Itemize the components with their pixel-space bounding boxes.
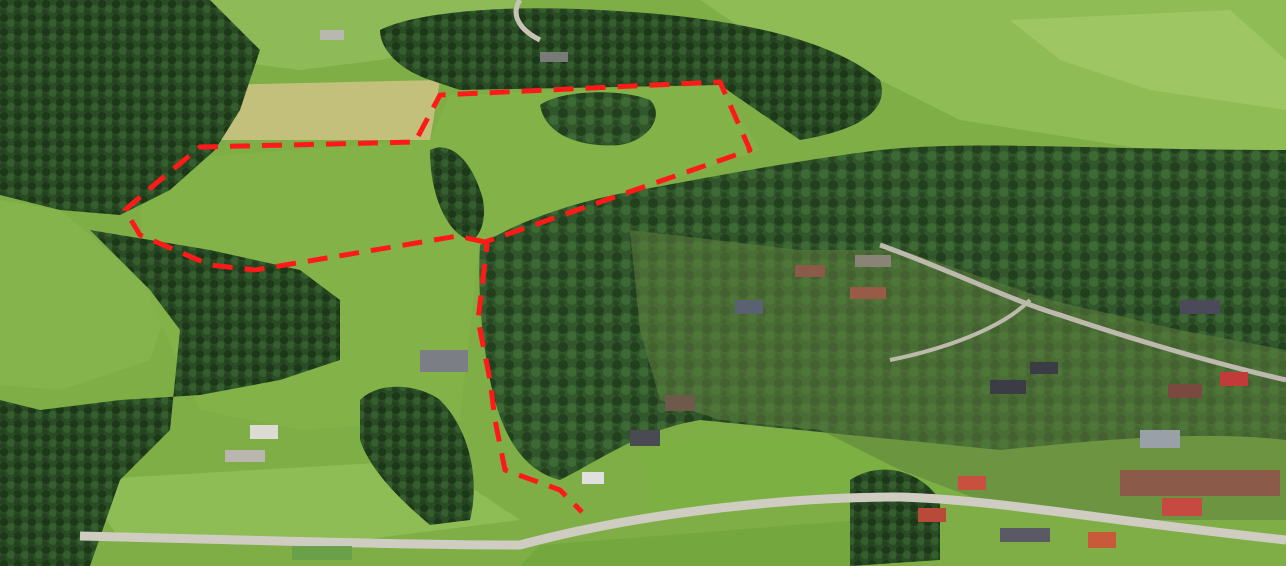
field-left <box>0 200 170 390</box>
house <box>540 52 568 62</box>
top-road <box>513 0 542 43</box>
house <box>582 472 604 484</box>
forest-grove <box>540 92 656 146</box>
house <box>850 287 886 299</box>
field-pale <box>215 80 440 140</box>
house <box>630 430 660 446</box>
forest-top-center <box>380 8 882 141</box>
house <box>1000 528 1050 542</box>
house <box>958 476 986 490</box>
house <box>1140 430 1180 448</box>
house <box>735 300 763 314</box>
house <box>1088 532 1116 548</box>
school-building <box>1120 470 1280 496</box>
barn <box>420 350 468 372</box>
house <box>1168 384 1202 398</box>
house <box>1030 362 1058 374</box>
house <box>1180 300 1220 314</box>
field-bottom <box>520 520 860 566</box>
side-road <box>889 298 1032 362</box>
forest-top-left <box>0 0 260 215</box>
house <box>918 508 946 522</box>
house <box>990 380 1026 394</box>
house <box>1162 498 1202 516</box>
forest-small-bottom <box>360 386 474 525</box>
forest-center-strip <box>430 147 485 240</box>
main-road <box>79 492 1286 550</box>
house <box>1220 372 1248 386</box>
buildings <box>225 30 1280 560</box>
green-roof-building <box>292 546 352 560</box>
boundary-outline <box>122 79 753 514</box>
house <box>855 255 891 267</box>
village-road <box>879 242 1286 383</box>
house <box>665 395 695 411</box>
farm-shed <box>225 450 265 462</box>
forest-left-belt <box>0 230 340 566</box>
house <box>795 265 825 277</box>
residential-area <box>630 230 1286 520</box>
house <box>320 30 344 40</box>
farm-house <box>250 425 278 439</box>
field-far-right <box>1010 10 1286 110</box>
